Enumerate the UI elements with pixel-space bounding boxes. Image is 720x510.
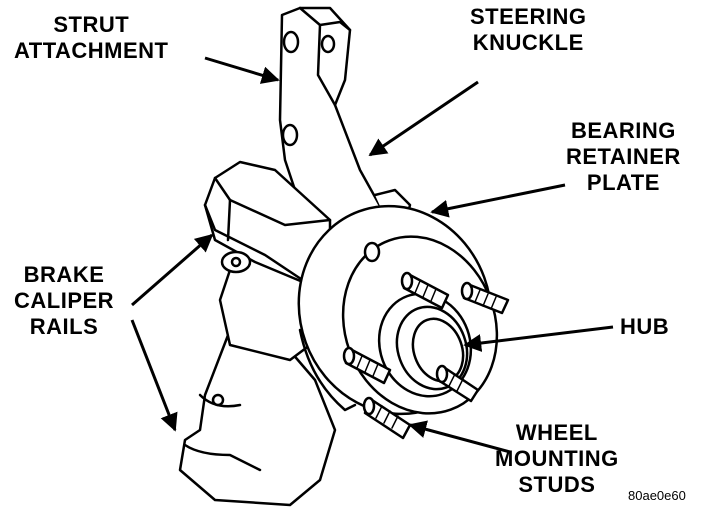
label-steering-knuckle: STEERING KNUCKLE <box>470 4 587 55</box>
leader-studs <box>408 420 511 454</box>
label-wheel-mounting-studs: WHEEL MOUNTING STUDS <box>495 420 619 497</box>
leader-hub <box>463 325 614 352</box>
label-strut-attachment: STRUT ATTACHMENT <box>14 12 169 63</box>
label-brake-caliper-rails: BRAKE CALIPER RAILS <box>14 262 115 339</box>
leader-knuckle <box>368 80 479 157</box>
label-bearing-retainer-plate: BEARING RETAINER PLATE <box>566 118 681 195</box>
leader-retainer <box>430 183 566 218</box>
figure-code: 80ae0e60 <box>628 488 686 503</box>
leader-rail-lower <box>130 319 178 432</box>
strut-bolt-hole-lower <box>281 123 299 147</box>
strut-bolt-hole-upper <box>282 30 300 54</box>
leader-strut <box>204 56 280 84</box>
label-hub: HUB <box>620 314 670 339</box>
knuckle-lower-arm <box>178 328 337 507</box>
leader-rail-upper <box>131 233 214 307</box>
